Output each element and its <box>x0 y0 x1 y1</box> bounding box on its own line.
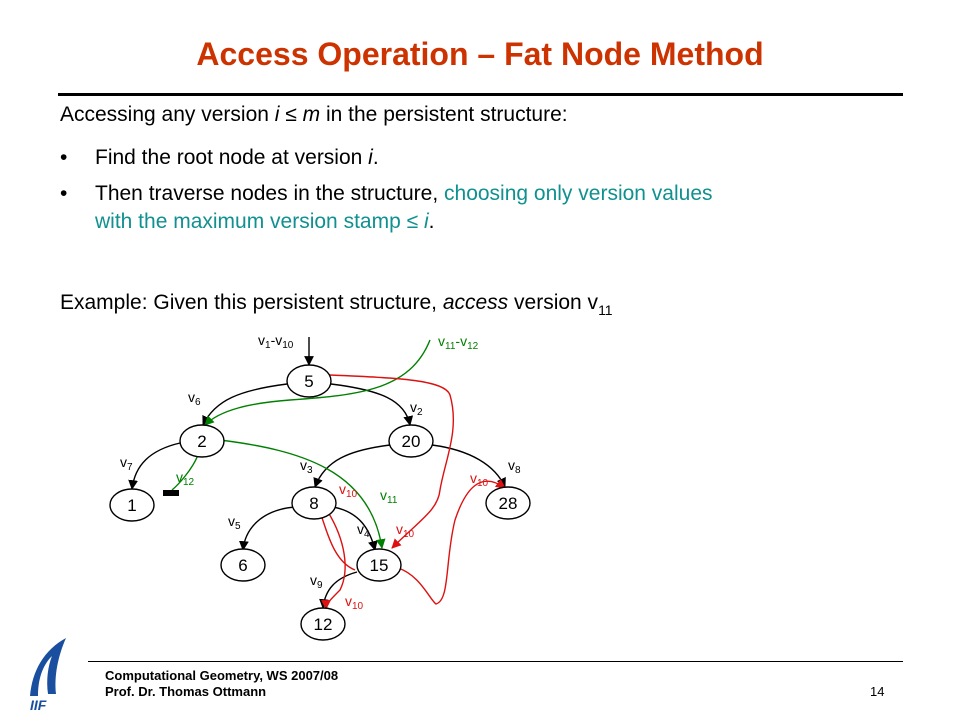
node-8 <box>291 486 337 520</box>
intro-leq: ≤ <box>279 103 303 126</box>
label-root-black: v1-v10 <box>258 332 294 351</box>
bullet-2-text: Then traverse nodes in the structure, <box>95 182 445 205</box>
edge-green-root-2 <box>204 339 431 426</box>
null-pointer-marker <box>163 490 179 496</box>
edge-2-1 <box>128 442 181 490</box>
node-1-label: 1 <box>127 496 136 515</box>
edge-8-6 <box>239 506 296 551</box>
node-12 <box>300 607 346 641</box>
label-v11: v11 <box>380 487 398 506</box>
bullet-2-var: i <box>423 210 429 233</box>
node-28 <box>485 486 531 520</box>
edge-20-8 <box>313 444 391 488</box>
footer-course: Computational Geometry, WS 2007/08 <box>105 668 339 683</box>
example-text: Example: Given this persistent structure… <box>60 291 443 314</box>
iif-logo: IIF <box>30 638 66 712</box>
intro-var-i: i <box>274 103 280 126</box>
node-15-label: 15 <box>370 556 389 575</box>
label-v5: v5 <box>228 513 241 532</box>
node-28-label: 28 <box>499 494 518 513</box>
edge-20-28 <box>431 444 506 488</box>
edge-green-2-15 <box>219 439 386 549</box>
label-v10-near-28: v10 <box>470 470 489 489</box>
intro-var-m: m <box>302 103 321 126</box>
label-v4: v4 <box>357 521 370 540</box>
edge-5-20 <box>330 383 414 426</box>
label-v9: v9 <box>310 572 323 591</box>
node-12-label: 12 <box>314 615 333 634</box>
node-1 <box>109 488 155 522</box>
label-v8: v8 <box>508 457 521 476</box>
node-5 <box>286 364 332 398</box>
intro-text-end: in the persistent structure: <box>320 103 568 126</box>
example-sub: 11 <box>598 302 613 318</box>
edge-8-15 <box>332 506 378 551</box>
example-line: Example: Given this persistent structure… <box>60 290 613 323</box>
intro-text: Accessing any version <box>60 103 275 126</box>
edge-red-5-15 <box>329 374 455 549</box>
edge-green-2-null <box>171 454 199 491</box>
node-2 <box>179 424 225 458</box>
title-divider <box>58 93 903 96</box>
example-text-end: version v <box>508 291 599 314</box>
example-emph: access <box>442 291 509 314</box>
page-number: 14 <box>870 684 885 699</box>
intro-line: Accessing any version i ≤ m in the persi… <box>60 102 568 128</box>
node-20 <box>388 424 434 458</box>
label-v12: v12 <box>176 469 195 488</box>
label-v3: v3 <box>300 457 313 476</box>
node-20-label: 20 <box>402 432 421 451</box>
node-8-label: 8 <box>309 494 318 513</box>
bullet-2-teal-2: with the maximum version stamp <box>95 210 407 233</box>
bullet-2-teal-1: choosing only version values <box>444 182 713 205</box>
bullet-1-end: . <box>372 146 379 169</box>
edge-red-15-28 <box>397 478 506 605</box>
bullet-1: Find the root node at version i. <box>95 144 895 172</box>
footer-author: Prof. Dr. Thomas Ottmann <box>105 684 267 699</box>
edge-5-2 <box>202 383 288 426</box>
label-v10-near-12: v10 <box>345 593 364 612</box>
logo-text: IIF <box>30 697 47 712</box>
bullet-1-text: Find the root node at version <box>95 146 369 169</box>
footer-info: Computational Geometry, WS 2007/08 Prof.… <box>105 668 338 700</box>
node-6 <box>220 548 266 582</box>
label-root-green: v11-v12 <box>438 333 479 352</box>
label-v10-near-15: v10 <box>396 521 415 540</box>
bullet-marker-2: • <box>60 182 68 205</box>
bullet-2-leq: ≤ <box>406 210 424 233</box>
node-15 <box>356 548 402 582</box>
logo-swoosh <box>30 638 66 696</box>
node-6-label: 6 <box>238 556 247 575</box>
slide-title: Access Operation – Fat Node Method <box>196 36 764 72</box>
label-v7: v7 <box>120 454 133 473</box>
footer-divider <box>88 661 903 662</box>
node-5-label: 5 <box>304 372 313 391</box>
label-v10-near-8: v10 <box>339 481 358 500</box>
bullet-2: Then traverse nodes in the structure, ch… <box>95 180 895 236</box>
bullet-marker-1: • <box>60 146 68 169</box>
bullet-1-var: i <box>368 146 373 169</box>
bullet-2-end: . <box>428 210 435 233</box>
edge-red-8-12 <box>321 511 346 610</box>
label-v2: v2 <box>410 399 423 418</box>
node-2-label: 2 <box>197 432 206 451</box>
label-v6: v6 <box>188 389 201 408</box>
